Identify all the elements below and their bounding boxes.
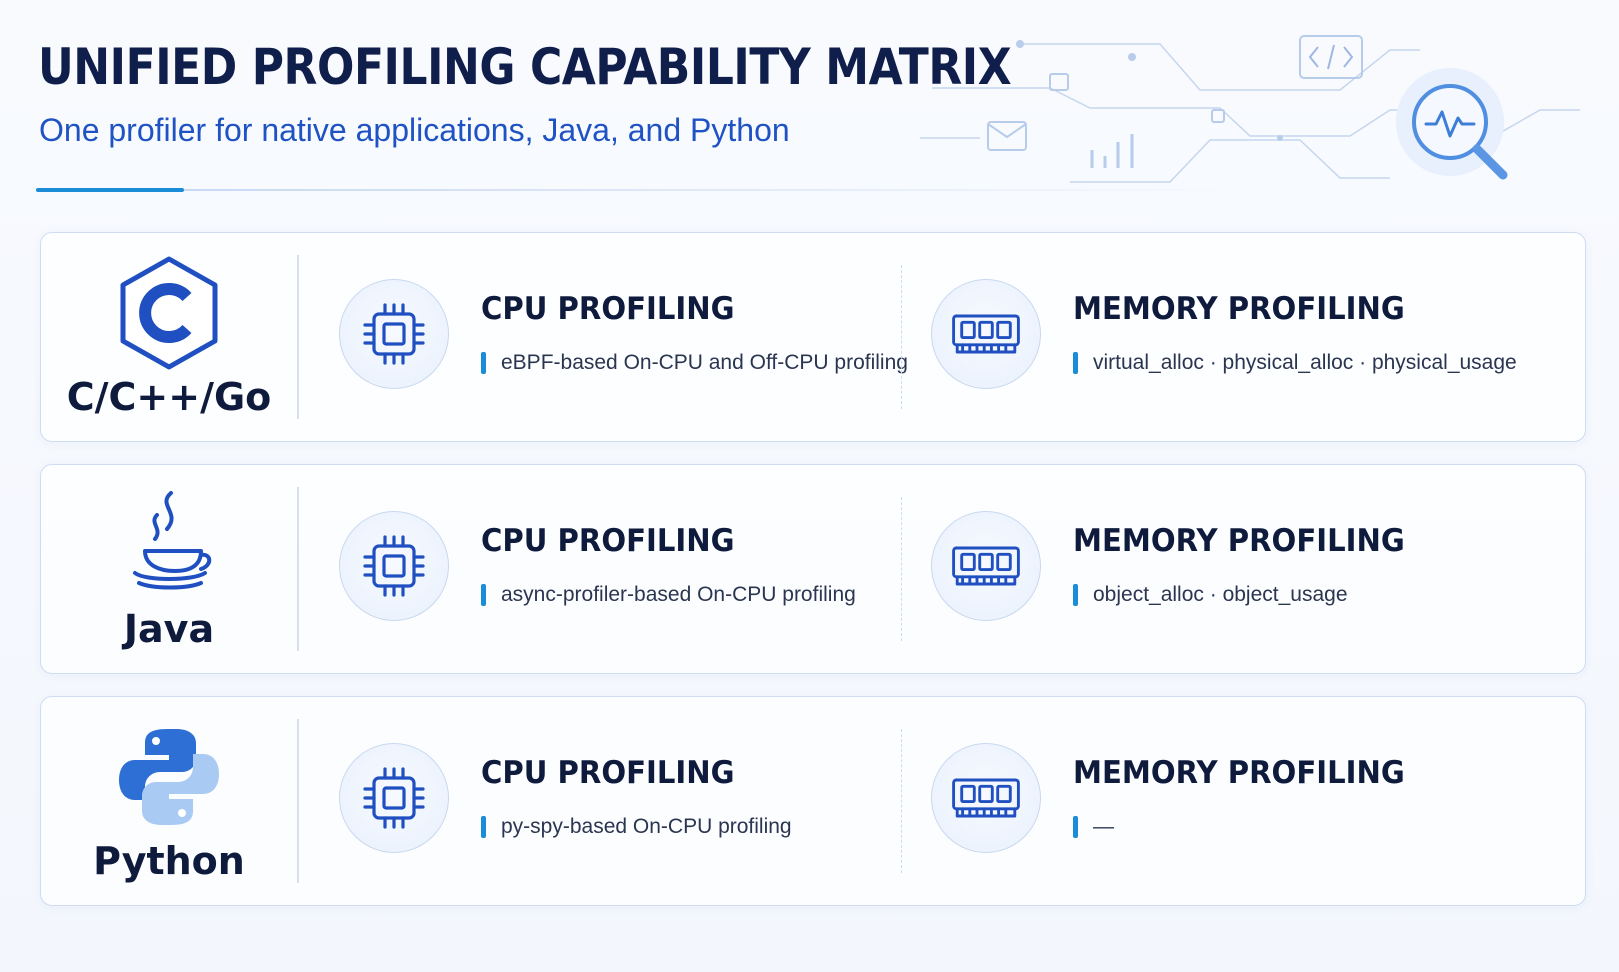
language-cell: Java: [41, 465, 297, 673]
capability-description: virtual_alloc · physical_alloc · physica…: [1073, 351, 1517, 375]
capability-divider: [901, 265, 902, 409]
memory-module-icon: [931, 279, 1041, 389]
capability-title: MEMORY PROFILING: [1073, 291, 1405, 327]
title-underline-line: [184, 189, 1236, 191]
page-subtitle: One profiler for native applications, Ja…: [39, 112, 790, 148]
capability-description: object_alloc · object_usage: [1073, 583, 1348, 607]
memory-profiling-cell: MEMORY PROFILING object_alloc · object_u…: [931, 465, 1581, 673]
capability-title: CPU PROFILING: [481, 291, 735, 327]
memory-module-icon: [931, 511, 1041, 621]
java-coffee-cup-icon: [109, 485, 229, 605]
cpu-chip-icon: [339, 511, 449, 621]
row-java: Java CPU PROFILING async-profiler-based …: [40, 464, 1586, 674]
capability-title: MEMORY PROFILING: [1073, 755, 1405, 791]
column-divider: [297, 255, 299, 419]
column-divider: [297, 487, 299, 651]
capability-title: MEMORY PROFILING: [1073, 523, 1405, 559]
capability-matrix: C/C++/Go CPU PROFILING eBPF-based On-CPU…: [40, 232, 1586, 928]
capability-title: CPU PROFILING: [481, 523, 735, 559]
row-python: Python CPU PROFILING py-spy-based On-CPU…: [40, 696, 1586, 906]
cpu-profiling-cell: CPU PROFILING async-profiler-based On-CP…: [339, 465, 899, 673]
cpu-profiling-cell: CPU PROFILING eBPF-based On-CPU and Off-…: [339, 233, 908, 441]
capability-title: CPU PROFILING: [481, 755, 735, 791]
title-underline-accent: [36, 188, 184, 192]
cpu-profiling-cell: CPU PROFILING py-spy-based On-CPU profil…: [339, 697, 899, 905]
memory-profiling-cell: MEMORY PROFILING virtual_alloc · physica…: [931, 233, 1581, 441]
language-name: C/C++/Go: [66, 375, 272, 419]
language-cell: Python: [41, 697, 297, 905]
capability-description: py-spy-based On-CPU profiling: [481, 815, 792, 839]
python-logo-icon: [109, 717, 229, 837]
code-tag-decoration-icon: [1299, 35, 1363, 79]
capability-divider: [901, 497, 902, 641]
row-c-cpp-go: C/C++/Go CPU PROFILING eBPF-based On-CPU…: [40, 232, 1586, 442]
memory-profiling-cell: MEMORY PROFILING —: [931, 697, 1581, 905]
title-underline: [36, 188, 1236, 192]
c-language-hexagon-icon: [109, 253, 229, 373]
bar-chart-decoration-icon: [1090, 134, 1134, 168]
header: UNIFIED PROFILING CAPABILITY MATRIX One …: [38, 38, 1038, 149]
language-name: Java: [123, 607, 215, 651]
capability-description: —: [1073, 815, 1114, 839]
cpu-chip-icon: [339, 279, 449, 389]
memory-module-icon: [931, 743, 1041, 853]
column-divider: [297, 719, 299, 883]
page-title: UNIFIED PROFILING CAPABILITY MATRIX: [38, 38, 1012, 96]
language-cell: C/C++/Go: [41, 233, 297, 441]
circuit-decoration: [920, 35, 1580, 183]
magnifier-pulse-icon: [1396, 68, 1508, 180]
capability-divider: [901, 729, 902, 873]
capability-description: async-profiler-based On-CPU profiling: [481, 583, 856, 607]
envelope-decoration-icon: [987, 121, 1027, 151]
cpu-chip-icon: [339, 743, 449, 853]
capability-description: eBPF-based On-CPU and Off-CPU profiling: [481, 351, 908, 375]
language-name: Python: [93, 839, 245, 883]
